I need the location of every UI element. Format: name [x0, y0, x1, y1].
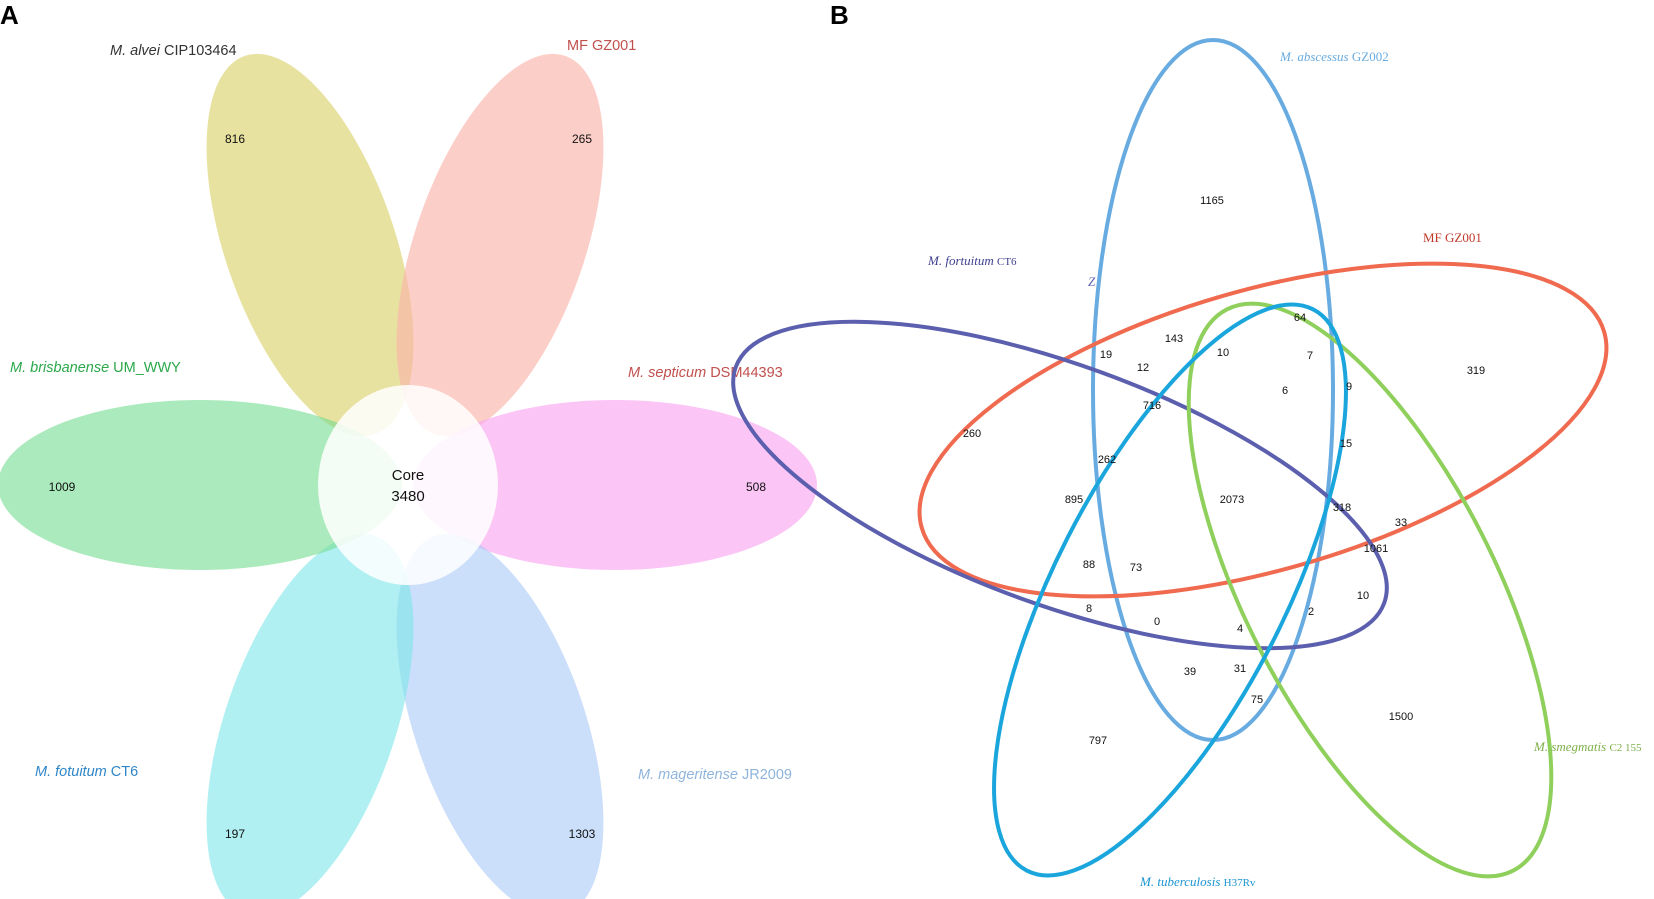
petal-mageritense: [396, 533, 604, 899]
region-count: 39: [1184, 666, 1196, 678]
panel-b: B M. abscessus GZ002 MF GZ001 M. fortuit…: [731, 0, 1642, 889]
core-label: Core: [392, 467, 425, 484]
ellipse-abscessus: [1091, 38, 1335, 742]
region-count: 73: [1130, 562, 1142, 574]
region-count: 2073: [1220, 494, 1244, 506]
count-mf: 265: [572, 132, 592, 146]
set-label-tuberculosis: M. tuberculosis H37Rv: [1139, 874, 1256, 889]
region-count: 88: [1083, 559, 1095, 571]
region-count: 8: [1086, 603, 1092, 615]
region-count: 797: [1089, 735, 1107, 747]
panel-a: A Core 3480 816 265 508 1303 197 1009 M.…: [0, 0, 817, 899]
core-circle: [318, 385, 498, 585]
region-count: 33: [1395, 517, 1407, 529]
region-count: 7: [1307, 350, 1313, 362]
flower-petals: [0, 53, 817, 899]
region-count: 262: [1098, 454, 1116, 466]
region-count: 75: [1251, 694, 1263, 706]
region-count: 64: [1294, 312, 1306, 324]
region-count: 319: [1467, 365, 1485, 377]
ellipse-smegmatis: [1186, 301, 1554, 879]
region-count: 0: [1154, 616, 1160, 628]
core-value: 3480: [391, 488, 424, 505]
label-fotuitum: M. fotuitum CT6: [35, 764, 138, 780]
panel-a-letter: A: [0, 0, 19, 30]
count-mageritense: 1303: [569, 827, 596, 841]
set-label-abscessus: M. abscessus GZ002: [1279, 49, 1389, 64]
stray-mark: Z: [1088, 274, 1096, 289]
label-septicum: M. septicum DSM44393: [628, 365, 783, 381]
ellipse-mf: [917, 261, 1609, 599]
petal-septicum: [413, 400, 817, 570]
region-count: 1165: [1200, 195, 1224, 207]
region-count: 1500: [1389, 711, 1413, 723]
count-fotuitum: 197: [225, 827, 245, 841]
region-count: 318: [1333, 502, 1351, 514]
region-count: 9: [1346, 381, 1352, 393]
region-count: 895: [1065, 494, 1083, 506]
set-label-mf: MF GZ001: [1423, 230, 1482, 245]
region-count: 2: [1308, 606, 1314, 618]
label-alvei: M. alvei CIP103464: [110, 43, 237, 59]
region-count: 1061: [1364, 543, 1388, 555]
region-count: 260: [963, 428, 981, 440]
ellipse-tuberculosis: [992, 302, 1348, 878]
petal-mf: [396, 53, 604, 437]
venn-ellipses: [731, 38, 1609, 879]
region-count: 716: [1143, 400, 1161, 412]
set-label-smegmatis: M. smegmatis C2 155: [1533, 739, 1642, 754]
count-septicum: 508: [746, 480, 766, 494]
region-count: 31: [1234, 663, 1246, 675]
region-counts: 1165 64 143 10 7 19 12 6 9 319 716 260 2…: [963, 195, 1485, 747]
count-brisbanense: 1009: [49, 480, 76, 494]
petal-alvei: [206, 53, 414, 437]
label-brisbanense: M. brisbanense UM_WWY: [10, 360, 181, 376]
label-mageritense: M. mageritense JR2009: [638, 767, 792, 783]
label-mf: MF GZ001: [567, 38, 636, 54]
region-count: 15: [1340, 438, 1352, 450]
region-count: 6: [1282, 385, 1288, 397]
region-count: 4: [1237, 623, 1243, 635]
region-count: 12: [1137, 362, 1149, 374]
region-count: 10: [1357, 590, 1369, 602]
count-alvei: 816: [225, 132, 245, 146]
petal-brisbanense: [0, 400, 402, 570]
set-label-fortuitum: M. fortuitum CT6: [927, 253, 1017, 268]
region-count: 143: [1165, 333, 1183, 345]
region-count: 10: [1217, 347, 1229, 359]
panel-b-letter: B: [830, 0, 849, 30]
petal-fotuitum: [206, 533, 414, 899]
ellipse-fortuitum: [731, 319, 1389, 651]
region-count: 19: [1100, 349, 1112, 361]
